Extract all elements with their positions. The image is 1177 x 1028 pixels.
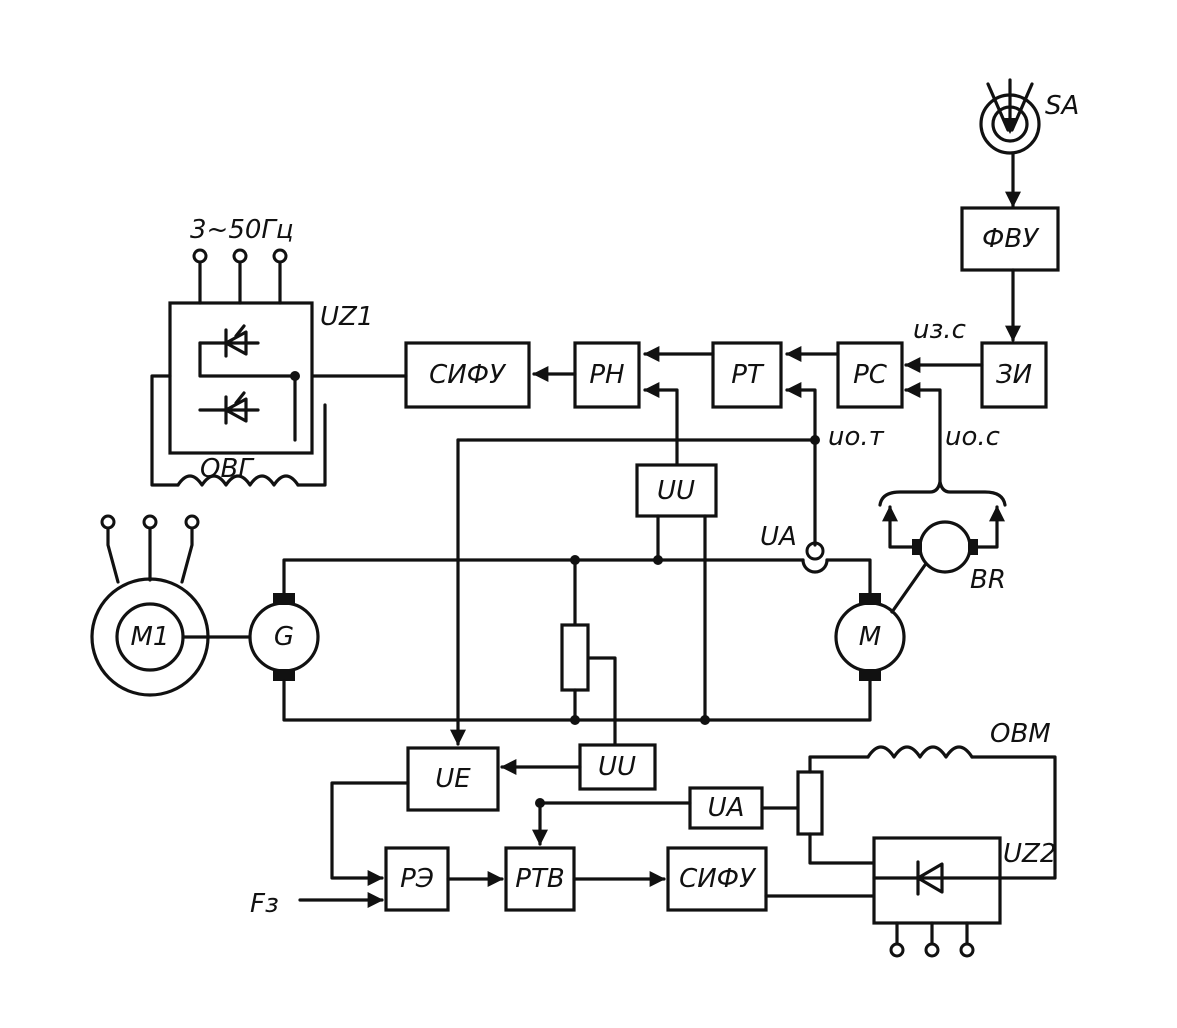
wire-ue-re [330,781,410,886]
resistor-shunt [560,558,617,747]
label-uz2: UZ2 [1003,839,1056,869]
label-f-z: Fз [250,889,279,919]
block-sifu-bottom-label: СИФУ [679,864,757,894]
label-uz1: UZ1 [320,302,373,332]
selector-sa [979,78,1041,208]
block-uu-top: UU [635,463,718,518]
motor-m [834,563,927,681]
label-sa: SA [1045,91,1079,121]
block-ua-bottom: UA [688,786,764,830]
label-ua-top: UA [760,522,797,552]
block-ue-label: UE [435,764,471,794]
label-ovg: ОВГ [200,454,255,484]
sensor-ua-top [801,558,829,574]
block-sifu-top: СИФУ [404,341,531,409]
block-re: РЭ [384,846,450,912]
junction-uu-top-bottom [700,715,710,725]
label-u-os: uо.с [945,422,1000,452]
block-rs: РС [836,341,904,409]
block-fvu: ФВУ [960,206,1060,272]
label-supply: 3~50Гц [190,215,294,245]
block-zi-label: ЗИ [996,360,1032,390]
motor-m1-label: M1 [131,622,170,652]
block-rn: РН [573,341,641,409]
block-rt: РТ [711,341,783,409]
junction-uu-top [653,555,663,565]
generator-g-label: G [274,622,294,652]
winding-ovg [150,374,327,487]
block-rn-label: РН [589,360,624,390]
label-u-ot: uо.т [828,422,885,452]
block-rs-label: РС [853,360,888,390]
wire-un-feedback [643,382,679,467]
block-ua-bottom-label: UA [708,793,745,823]
block-re-label: РЭ [400,864,434,894]
winding-ovm [866,745,1057,880]
block-rtv: РТВ [504,846,576,912]
block-sifu-bottom: СИФУ [666,846,768,912]
supply-3phase-bottom [889,921,975,958]
supply-3phase-top [192,248,288,305]
block-uu-bottom: UU [578,743,657,791]
junction-uz1 [290,371,300,381]
tachogenerator-br [878,480,1007,574]
block-rtv-label: РТВ [515,864,564,894]
motor-m1 [90,514,210,697]
label-ovm: ОВМ [990,719,1051,749]
block-fvu-label: ФВУ [982,224,1040,254]
converter-uz2 [872,836,1002,925]
block-rt-label: РТ [731,360,765,390]
wire-ot-feedback [785,382,817,547]
bus-top-right [825,558,872,595]
motor-m-label: M [859,622,881,652]
block-zi: ЗИ [980,341,1048,409]
block-sifu-top-label: СИФУ [429,360,507,390]
wire-os-feedback [904,382,942,487]
bus-top-left [282,558,805,595]
block-uu-bottom-label: UU [598,752,636,782]
block-ue: UE [406,746,500,812]
block-uu-top-label: UU [657,476,695,506]
generator-g [248,593,320,681]
label-u-zs: uз.с [913,315,966,345]
label-br: BR [970,565,1006,595]
resistor-ovm-shunt [760,755,876,865]
